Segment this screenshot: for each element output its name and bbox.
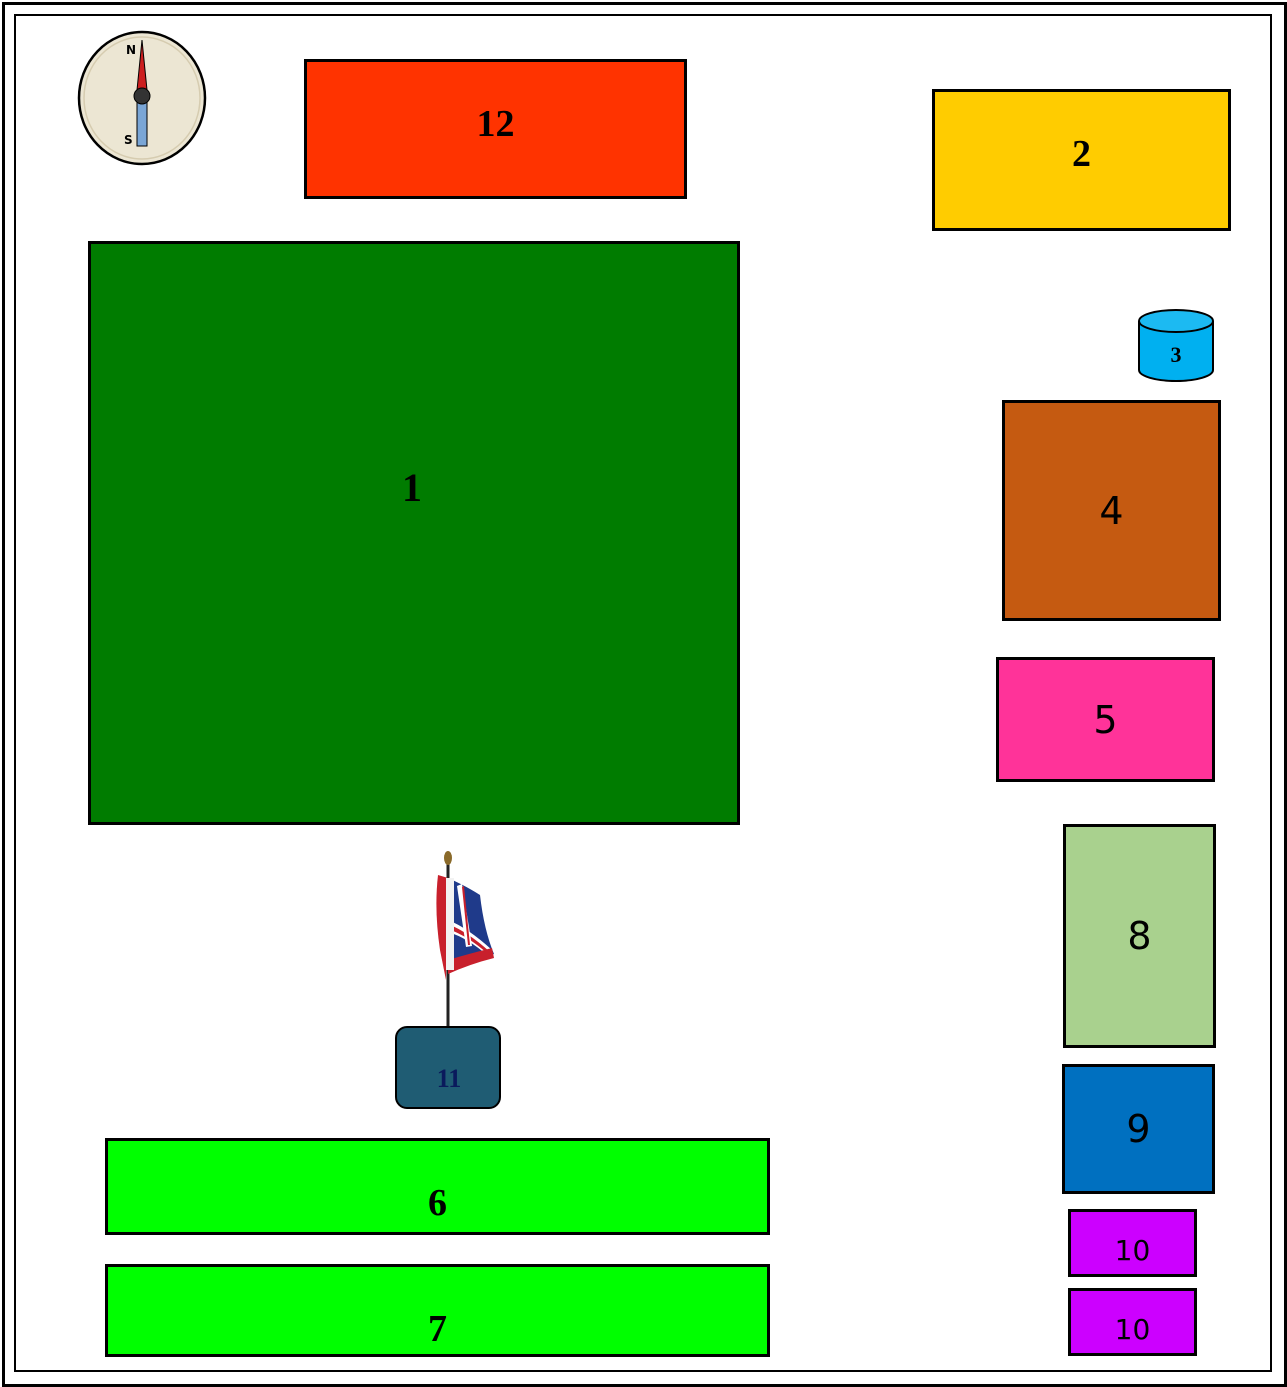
area-11-label: 11 xyxy=(437,1064,462,1094)
area-6-label: 6 xyxy=(428,1181,447,1225)
area-9: 9 xyxy=(1062,1064,1215,1194)
area-5: 5 xyxy=(996,657,1215,782)
area-2: 2 xyxy=(932,89,1231,231)
area-12-label: 12 xyxy=(477,102,515,146)
area-4-label: 4 xyxy=(1099,489,1123,533)
flag-icon xyxy=(418,850,498,1030)
area-9-label: 9 xyxy=(1126,1107,1150,1151)
area-2-label: 2 xyxy=(1072,132,1091,176)
area-1-label: 1 xyxy=(402,464,422,511)
area-3-label: 3 xyxy=(1136,340,1216,370)
compass-south-label: S xyxy=(124,133,133,147)
area-1: 1 xyxy=(88,241,740,825)
area-6: 6 xyxy=(105,1138,770,1235)
area-8: 8 xyxy=(1063,824,1216,1048)
area-10-lower-label: 10 xyxy=(1115,1313,1151,1346)
area-5-label: 5 xyxy=(1093,698,1117,742)
area-7: 7 xyxy=(105,1264,770,1357)
compass-north-label: N xyxy=(126,43,136,57)
area-10-upper: 10 xyxy=(1068,1209,1197,1277)
area-12: 12 xyxy=(304,59,687,199)
area-7-label: 7 xyxy=(428,1307,447,1351)
area-10-upper-label: 10 xyxy=(1115,1234,1151,1267)
area-11: 11 xyxy=(395,1026,501,1109)
area-4: 4 xyxy=(1002,400,1221,621)
compass-icon: N S xyxy=(76,30,208,166)
area-10-lower: 10 xyxy=(1068,1288,1197,1356)
area-8-label: 8 xyxy=(1127,914,1151,958)
